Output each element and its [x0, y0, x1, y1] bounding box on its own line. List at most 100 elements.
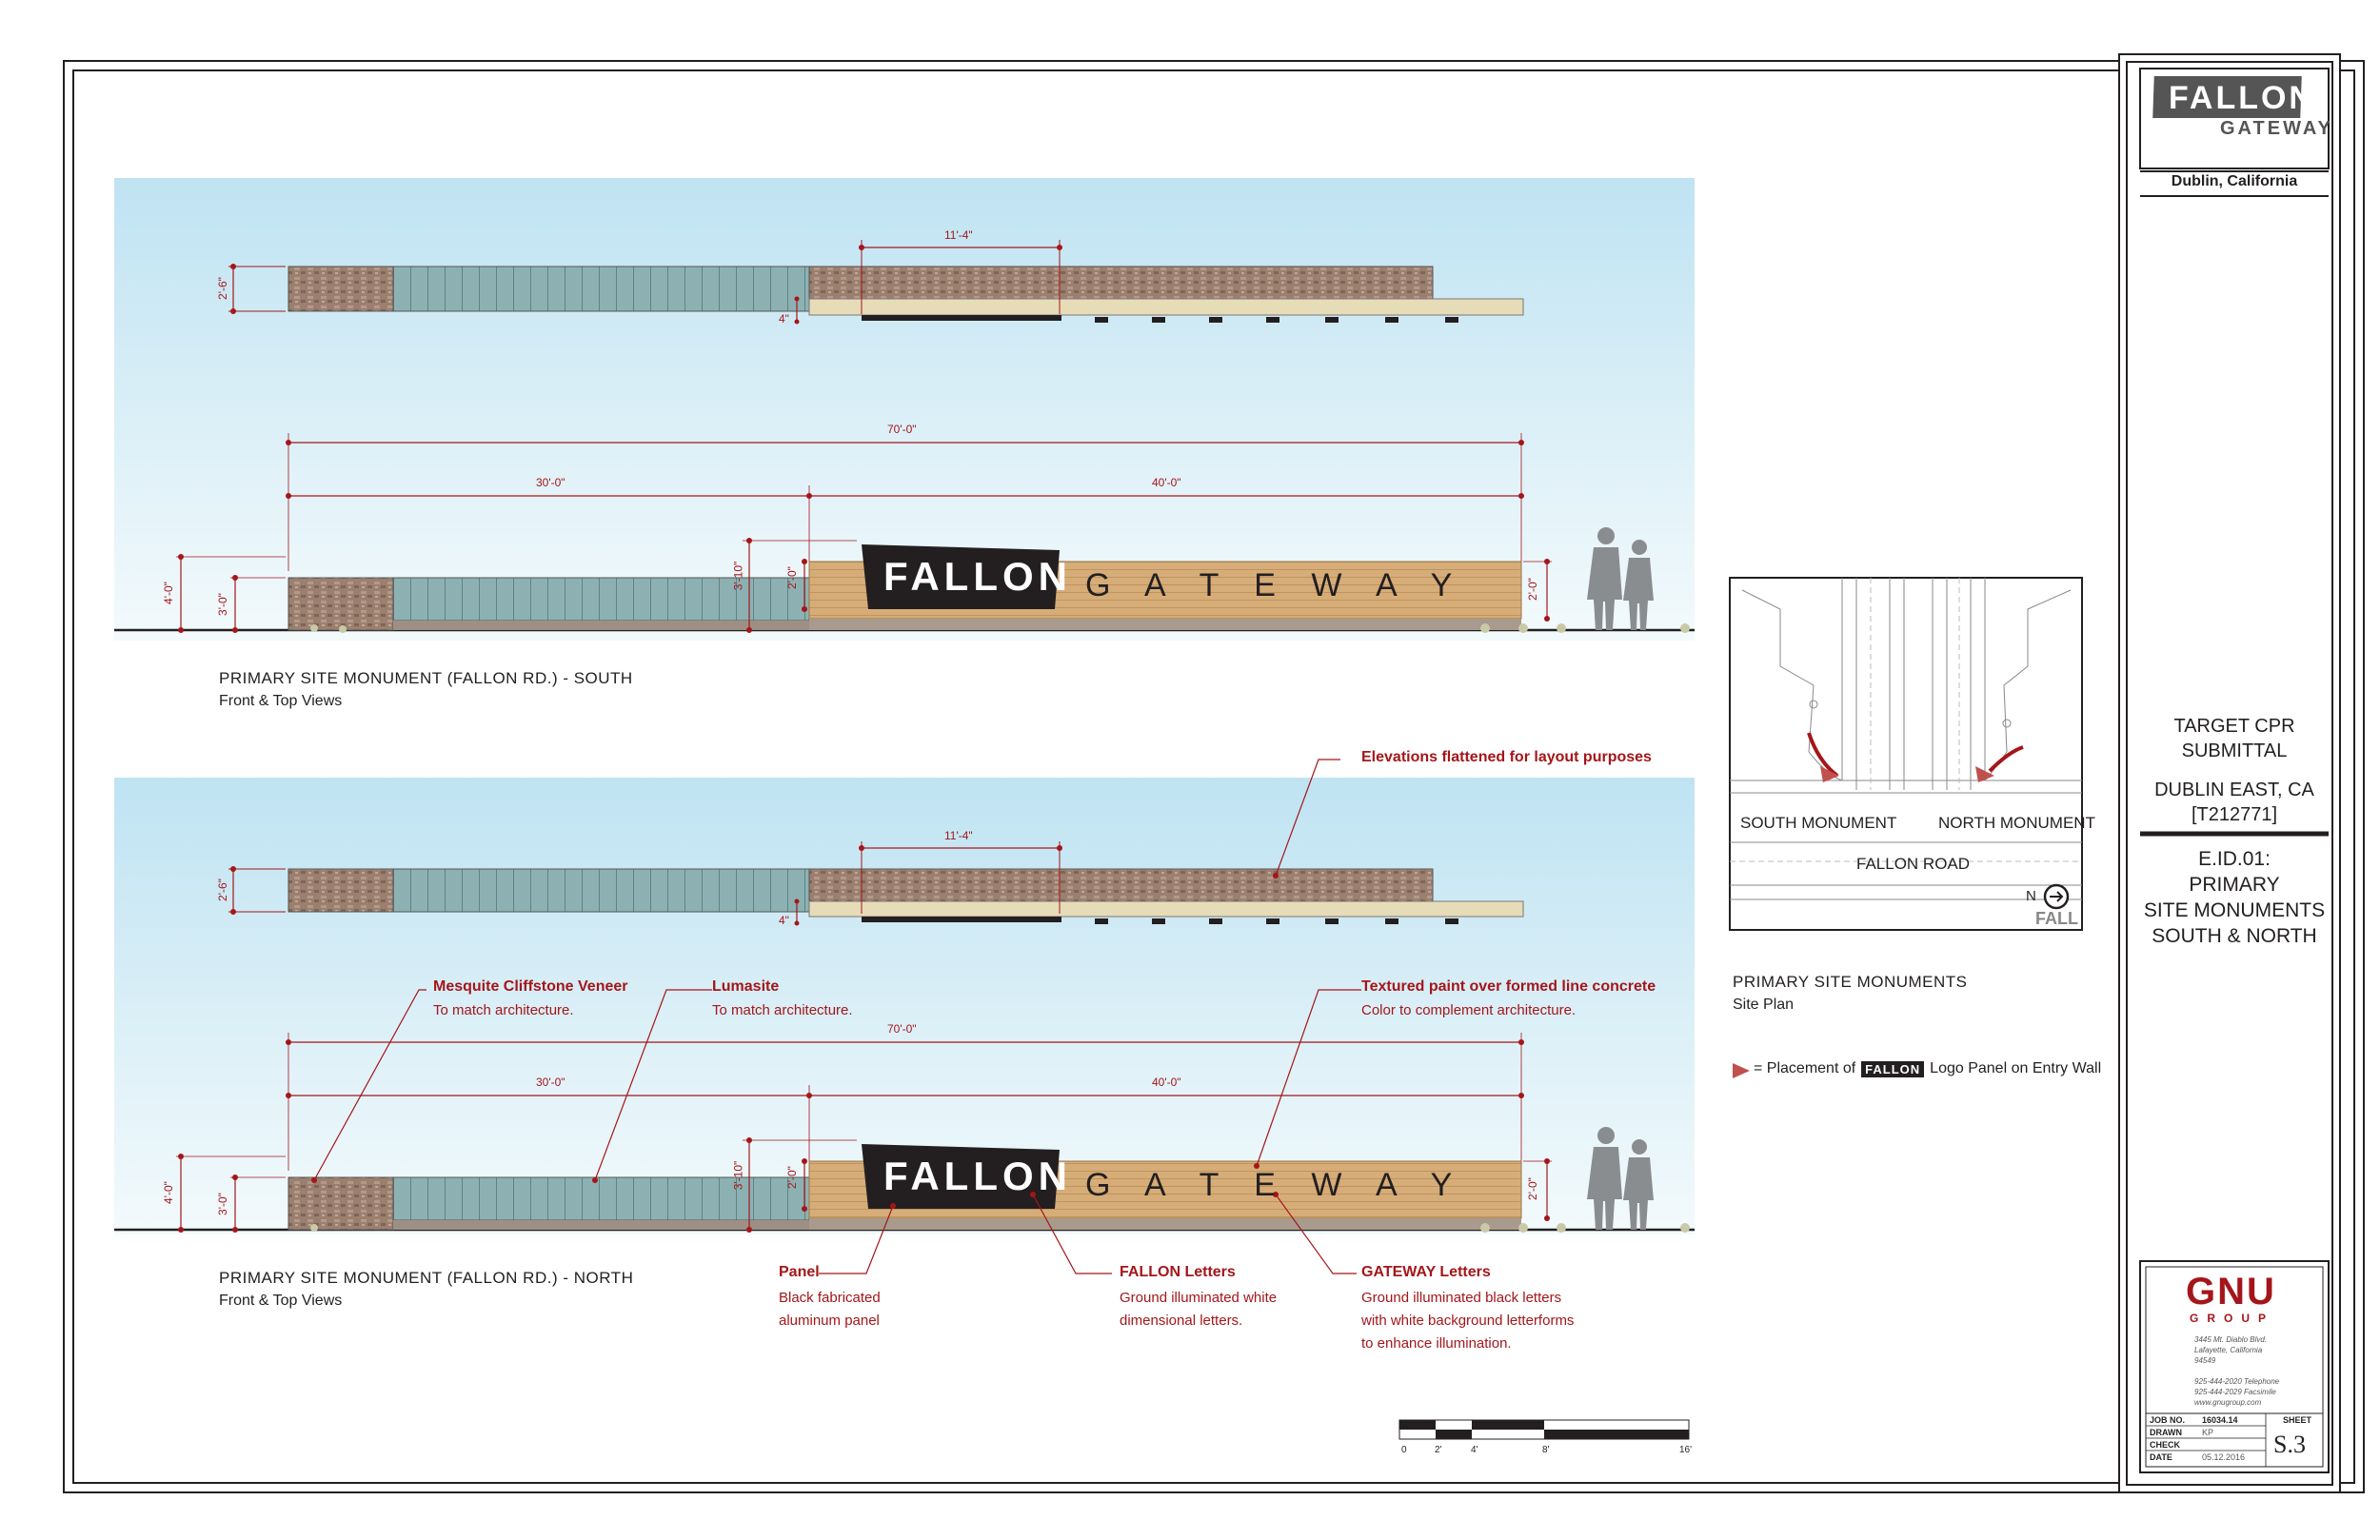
dim-veneer-height: 3'-0": [215, 1193, 229, 1215]
firm-address-2: Lafayette, California: [2194, 1346, 2263, 1354]
callout-veneer-body: To match architecture.: [433, 1002, 574, 1018]
legend-row: = Placement of FALLON Logo Panel on Entr…: [1754, 1060, 2101, 1077]
tb-sheet-name-2: SITE MONUMENTS: [2143, 899, 2326, 921]
callout-gateway-title: GATEWAY Letters: [1361, 1264, 1491, 1280]
tb-sheet-id: E.ID.01:: [2198, 848, 2271, 870]
dim-top-depth: 2'-6": [215, 277, 229, 300]
tb-sheet-name-1: PRIMARY: [2189, 874, 2280, 896]
legend-marker: [1733, 1063, 1750, 1078]
callout-gateway-body-2: with white background letterforms: [1361, 1313, 1575, 1329]
firm-phone: 925-444-2020 Telephone: [2194, 1377, 2280, 1386]
outer-border: [63, 60, 2365, 1493]
firm-sub: GROUP: [2190, 1312, 2275, 1325]
title-block-lines: [2139, 68, 2330, 1473]
scale-label-2: 2': [1435, 1445, 1442, 1455]
dim-top-offset: 4": [779, 914, 789, 927]
south-sign-fallon: FALLON: [883, 554, 1072, 599]
tb-sheet-number: S.3: [2273, 1431, 2306, 1458]
callout-paint-body: Color to complement architecture.: [1361, 1002, 1577, 1018]
site-plan-title: PRIMARY SITE MONUMENTS: [1733, 973, 1968, 991]
dim-panel-height: 3'-10": [731, 1160, 745, 1191]
tb-job-label: JOB NO.: [2150, 1415, 2186, 1425]
callout-fallon-body-2: dimensional letters.: [1120, 1313, 1243, 1329]
dim-end-height: 2'-0": [1525, 578, 1539, 601]
brand-logo: FALLON GATEWAY: [2152, 76, 2330, 141]
tb-drawn-label: DRAWN: [2150, 1428, 2182, 1437]
tb-sheet-label: SHEET: [2283, 1415, 2312, 1425]
firm-address-3: 94549: [2194, 1356, 2216, 1365]
dim-top-depth: 2'-6": [215, 879, 229, 901]
dim-top-width: 11'-4": [944, 228, 973, 242]
callout-fallon-title: FALLON Letters: [1120, 1264, 1236, 1280]
callout-fallon-body-1: Ground illuminated white: [1120, 1290, 1278, 1306]
dim-wall-height: 4'-0": [161, 1181, 175, 1204]
north-sign-fallon: FALLON: [883, 1154, 1072, 1198]
dim-top-width: 11'-4": [944, 829, 973, 842]
firm-logo: GNU: [2186, 1271, 2276, 1313]
site-plan-south-label: SOUTH MONUMENT: [1740, 814, 1897, 832]
tb-submittal-1: TARGET CPR: [2173, 716, 2295, 737]
title-block-frame: [2118, 53, 2341, 1493]
callout-veneer-title: Mesquite Cliffstone Veneer: [433, 978, 628, 995]
dim-panel-inner: 2'-0": [784, 1166, 799, 1189]
tb-project-1: DUBLIN EAST, CA: [2154, 780, 2314, 800]
site-plan-edge-text: FALL: [2035, 909, 2078, 928]
tb-check-label: CHECK: [2150, 1440, 2181, 1450]
south-elevation-title: PRIMARY SITE MONUMENT (FALLON RD.) - SOU…: [219, 669, 633, 687]
scale-bar: [1398, 1419, 1690, 1440]
brand-logo-gateway: GATEWAY: [2220, 118, 2333, 139]
dim-veneer-height: 3'-0": [215, 593, 229, 616]
north-elevation-subtitle: Front & Top Views: [219, 1293, 343, 1309]
site-plan-map: [1729, 577, 2083, 931]
callout-gateway-body-1: Ground illuminated black letters: [1361, 1290, 1562, 1306]
south-top-view: [228, 240, 1524, 325]
dim-right-section: 40'-0": [1152, 476, 1181, 489]
north-top-view: [228, 841, 1524, 926]
south-elevation-subtitle: Front & Top Views: [219, 693, 343, 709]
callout-gateway-body-3: to enhance illumination.: [1361, 1335, 1512, 1352]
brand-logo-fallon: FALLON: [2169, 80, 2315, 116]
legend-suffix: Logo Panel on Entry Wall: [1930, 1060, 2102, 1076]
brand-location: Dublin, California: [2171, 173, 2298, 189]
scale-label-4: 4': [1471, 1445, 1478, 1455]
site-plan-road-label: FALLON ROAD: [1856, 855, 1971, 873]
callout-panel-body-1: Black fabricated: [779, 1290, 881, 1306]
scale-label-8: 8': [1542, 1445, 1550, 1455]
callout-panel-title: Panel: [779, 1264, 820, 1280]
tb-sheet-name-3: SOUTH & NORTH: [2152, 925, 2317, 947]
legend-prefix: = Placement of: [1754, 1060, 1856, 1076]
callout-paint-title: Textured paint over formed line concrete: [1361, 978, 1656, 995]
scale-label-0: 0: [1401, 1445, 1407, 1455]
tb-submittal-2: SUBMITTAL: [2181, 740, 2288, 761]
callout-flattened: Elevations flattened for layout purposes: [1361, 749, 1652, 765]
north-elevation-title: PRIMARY SITE MONUMENT (FALLON RD.) - NOR…: [219, 1269, 634, 1287]
callout-lumasite-title: Lumasite: [712, 978, 780, 995]
callout-leaders: [313, 759, 1361, 1274]
inner-border: [72, 69, 2355, 1484]
dim-panel-inner: 2'-0": [784, 566, 799, 589]
tb-date-value: 05.12.2016: [2202, 1452, 2246, 1462]
callout-lumasite-body: To match architecture.: [712, 1002, 853, 1018]
site-plan-subtitle: Site Plan: [1733, 997, 1795, 1013]
firm-web: www.gnugroup.com: [2194, 1398, 2262, 1407]
scale-label-16: 16': [1679, 1445, 1693, 1455]
north-front-view: [114, 1033, 1695, 1233]
title-block-inner: [2126, 61, 2333, 1486]
dim-end-height: 2'-0": [1525, 1177, 1539, 1200]
dim-panel-height: 3'-10": [731, 561, 745, 591]
dim-wall-height: 4'-0": [161, 582, 175, 604]
site-plan-north-arrow-label: N: [2026, 888, 2036, 904]
legend-logo: FALLON: [1861, 1060, 1925, 1077]
tb-drawn-value: KP: [2202, 1428, 2214, 1437]
dim-top-offset: 4": [779, 312, 789, 326]
south-sign-gateway: G A T E W A Y: [1085, 567, 1466, 603]
tb-job-value: 16034.14: [2202, 1415, 2238, 1425]
tb-date-label: DATE: [2150, 1452, 2172, 1462]
tb-project-2: [T212771]: [2191, 804, 2278, 825]
dim-left-section: 30'-0": [536, 476, 565, 489]
site-plan-north-label: NORTH MONUMENT: [1938, 814, 2095, 832]
dim-overall: 70'-0": [887, 1022, 917, 1036]
north-sign-gateway: G A T E W A Y: [1085, 1167, 1466, 1203]
dim-left-section: 30'-0": [536, 1076, 565, 1089]
